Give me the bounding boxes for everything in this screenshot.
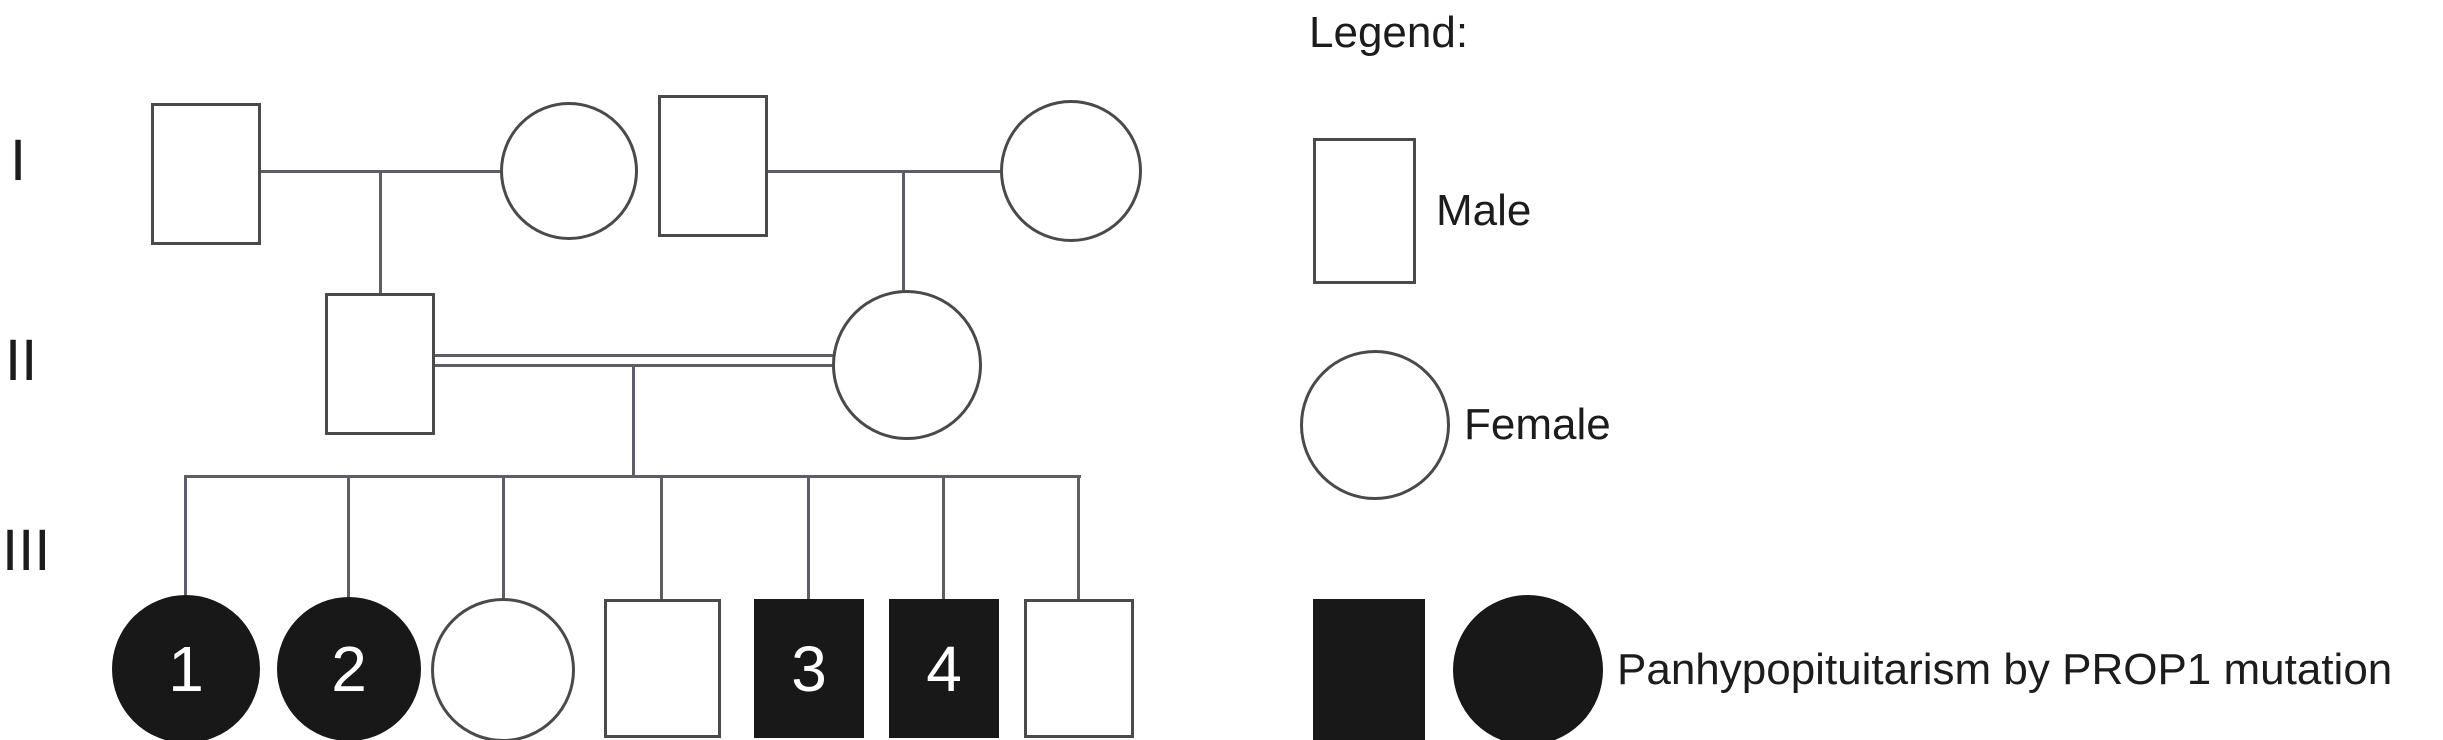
drop-line-child-2	[347, 475, 350, 601]
drop-line-child-4	[660, 475, 663, 601]
individual-II-1-male-square	[325, 293, 435, 435]
individual-III-5-number: 3	[791, 632, 827, 705]
couple-line-I-right	[762, 170, 1006, 173]
individual-I-3-male-square	[658, 95, 768, 237]
sibship-line	[184, 475, 1081, 478]
couple-line-I-left	[255, 170, 505, 173]
individual-II-2-female-circle	[832, 290, 982, 440]
legend-title: Legend:	[1309, 8, 1469, 57]
affected-male-symbol-icon	[1313, 598, 1425, 740]
legend-row-male: Male	[1313, 138, 1531, 284]
generation-label-III: III	[2, 518, 51, 583]
generation-label-II: II	[5, 328, 38, 393]
drop-line-child-6	[942, 475, 945, 601]
descent-line-couple-I-left	[379, 172, 382, 293]
legend-male-label: Male	[1436, 186, 1532, 235]
individual-I-1-male-square	[151, 103, 261, 245]
individual-III-2-affected-female-circle: 2	[277, 597, 421, 740]
individual-III-2-number: 2	[331, 633, 367, 705]
individual-III-6-affected-male-square: 4	[889, 599, 999, 738]
female-symbol-icon	[1300, 350, 1450, 500]
legend-affected-label: Panhypopituitarism by PROP1 mutation	[1617, 645, 2393, 694]
legend-row-female: Female	[1300, 350, 1611, 500]
individual-I-2-female-circle	[500, 102, 638, 240]
drop-line-child-7	[1077, 475, 1080, 601]
individual-III-6-number: 4	[926, 632, 962, 705]
individual-I-4-female-circle	[1000, 100, 1142, 242]
legend-row-affected: Panhypopituitarism by PROP1 mutation	[1313, 595, 2392, 740]
individual-III-4-male-square	[604, 599, 721, 738]
descent-line-couple-II	[632, 367, 635, 477]
drop-line-child-5	[807, 475, 810, 601]
individual-III-3-female-circle	[431, 598, 575, 740]
generation-label-I: I	[10, 128, 27, 193]
individual-III-1-number: 1	[168, 633, 204, 705]
affected-female-symbol-icon	[1453, 595, 1603, 740]
individual-III-7-male-square	[1024, 599, 1134, 738]
consanguinity-double-line	[430, 354, 838, 367]
descent-line-couple-I-right	[902, 172, 905, 291]
legend-female-label: Female	[1464, 400, 1611, 449]
drop-line-child-1	[184, 475, 187, 601]
drop-line-child-3	[502, 475, 505, 601]
male-symbol-icon	[1313, 138, 1416, 284]
individual-III-1-affected-female-circle: 1	[112, 595, 260, 740]
individual-III-5-affected-male-square: 3	[754, 599, 864, 738]
